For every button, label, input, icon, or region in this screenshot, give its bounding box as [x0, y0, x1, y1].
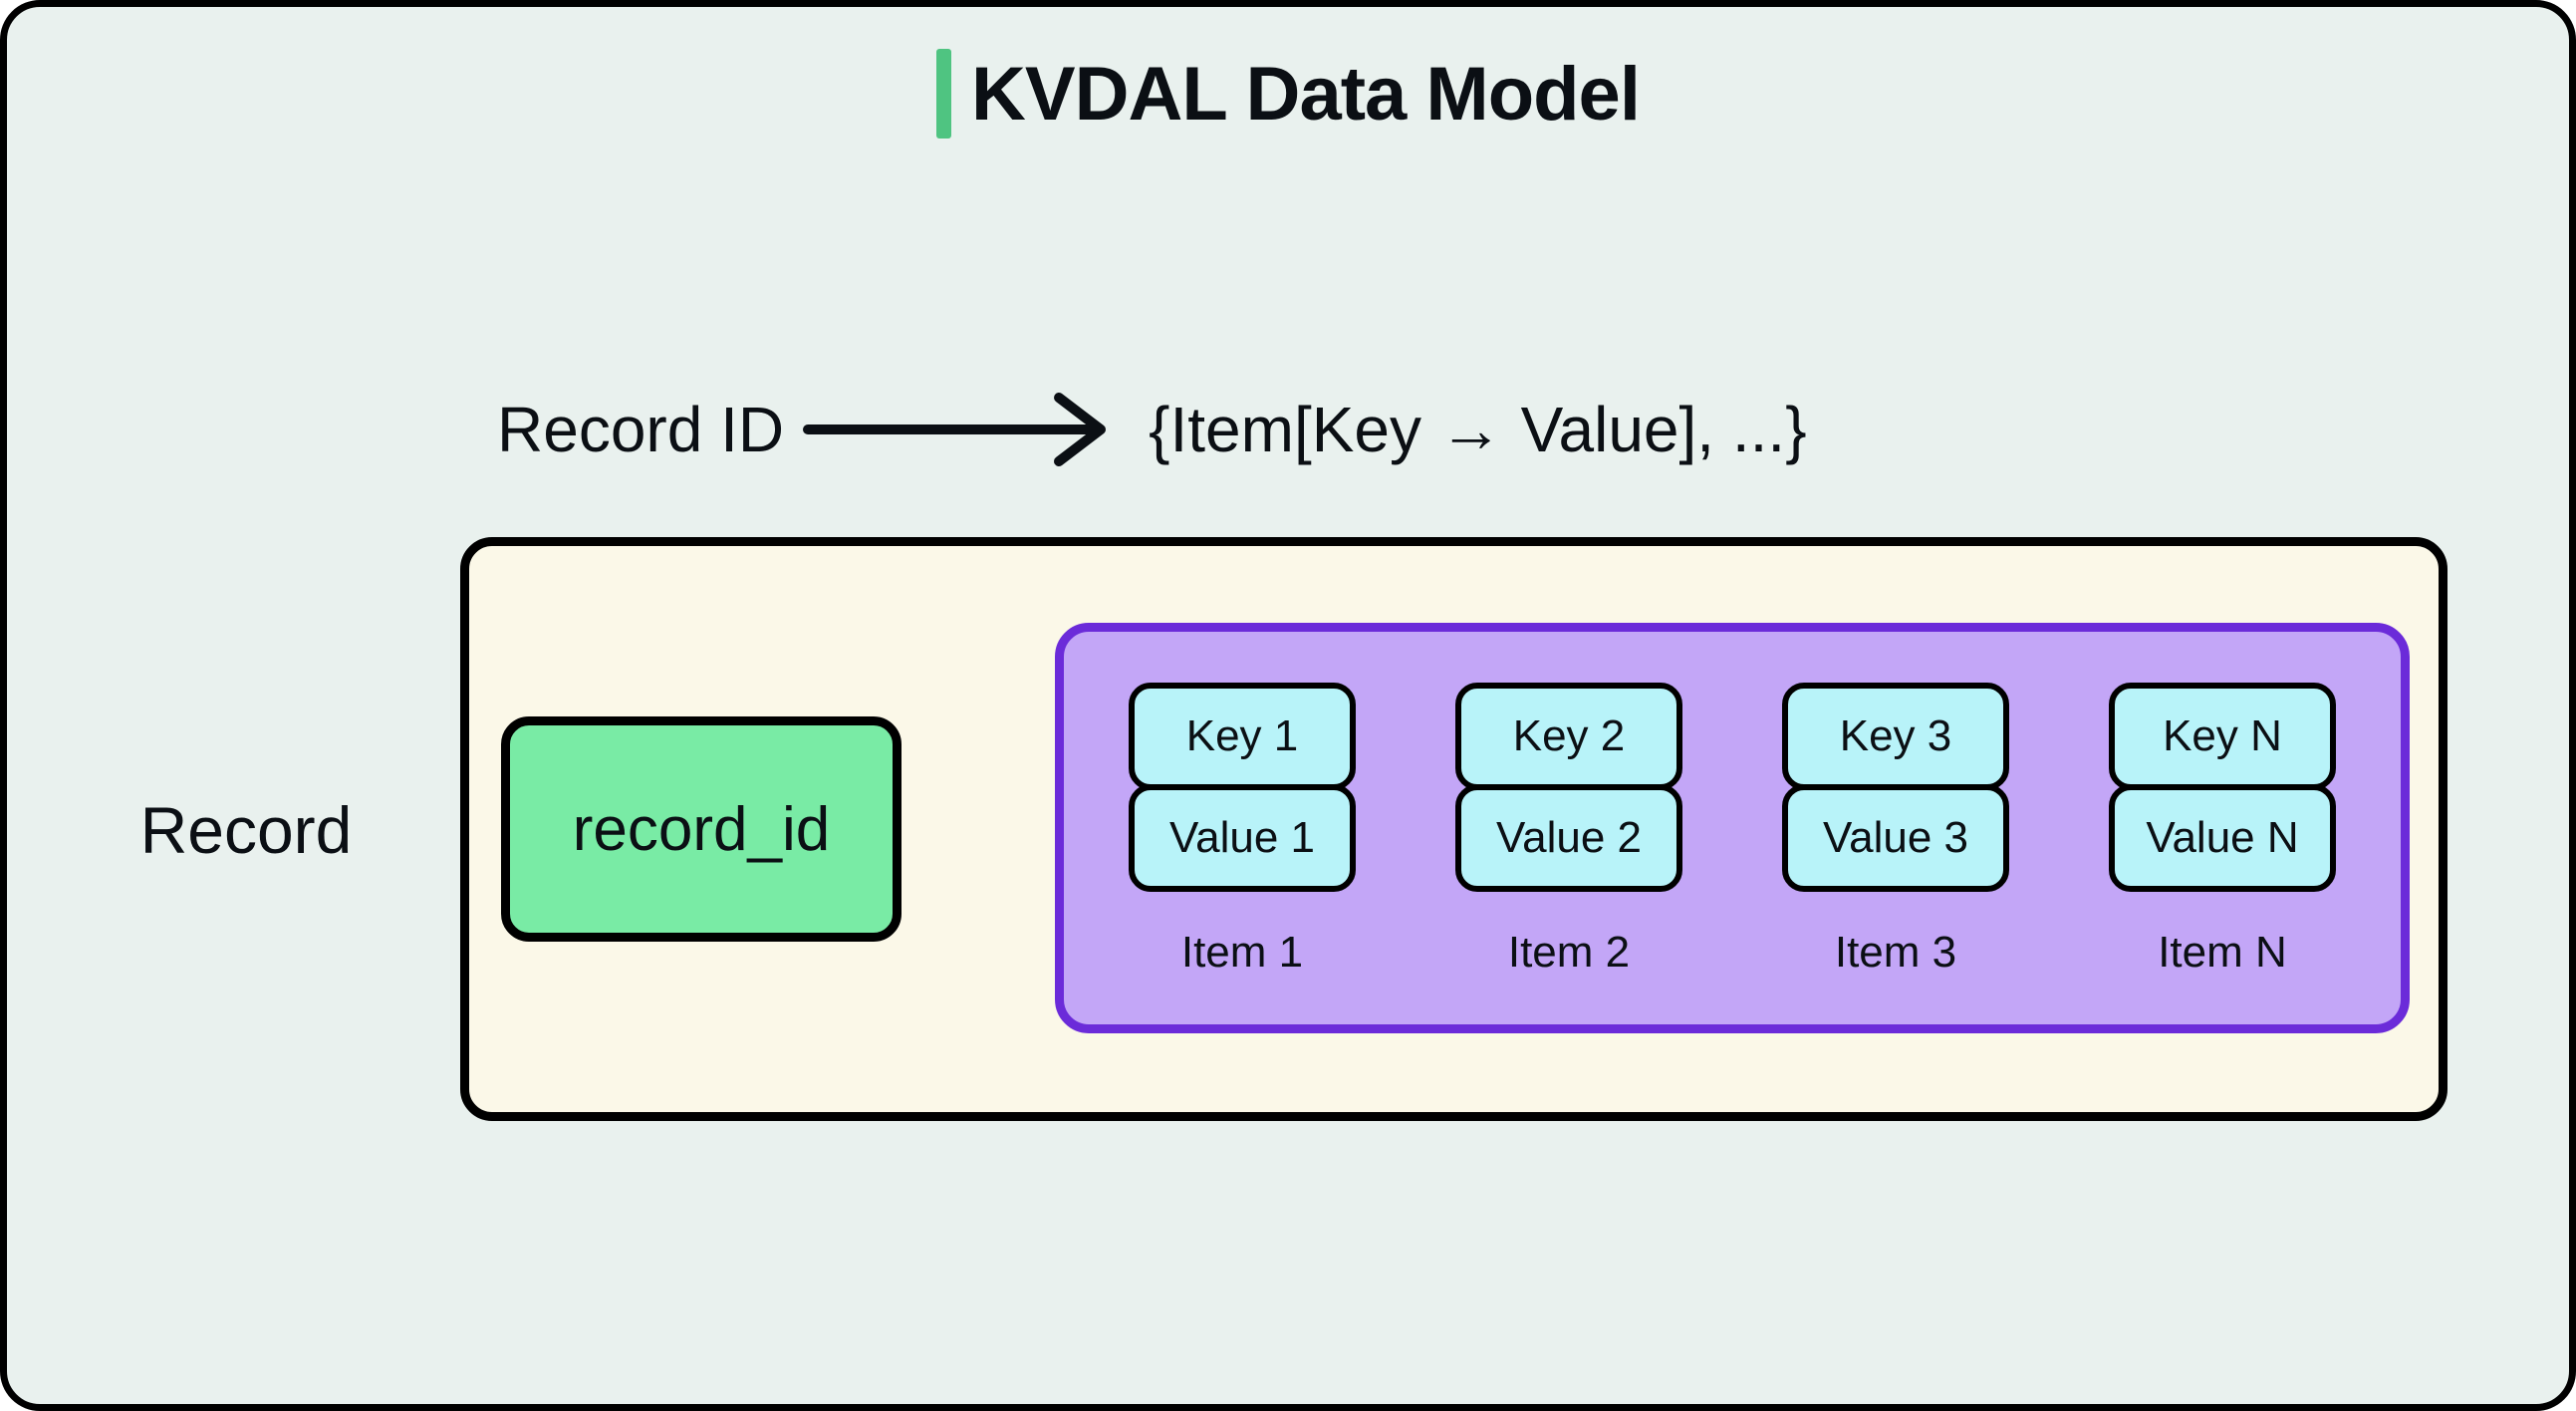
- value-box: Value 2: [1455, 784, 1682, 892]
- key-box: Key 2: [1455, 683, 1682, 790]
- record-label: Record: [139, 793, 353, 867]
- diagram-header: KVDAL Data Model: [7, 49, 2569, 139]
- item-label: Item N: [2158, 928, 2287, 977]
- title-accent-bar: [936, 49, 952, 139]
- item-column-3: Key 3 Value 3 Item 3: [1782, 683, 2009, 978]
- item-label: Item 1: [1180, 928, 1304, 977]
- value-box: Value N: [2109, 784, 2336, 892]
- item-label: Item 2: [1507, 928, 1631, 977]
- item-column-1: Key 1 Value 1 Item 1: [1129, 683, 1356, 978]
- key-box: Key N: [2109, 683, 2336, 790]
- item-label: Item 3: [1834, 928, 1957, 977]
- value-box: Value 1: [1129, 784, 1356, 892]
- mapping-lhs-label: Record ID: [497, 394, 785, 465]
- mapping-rhs-label: {Item[Key → Value], ...}: [1149, 394, 1807, 465]
- page-title: KVDAL Data Model: [971, 51, 1641, 137]
- right-arrow-icon: [803, 393, 1107, 466]
- item-column-n: Key N Value N Item N: [2109, 683, 2336, 978]
- item-column-2: Key 2 Value 2 Item 2: [1455, 683, 1682, 978]
- record-id-box: record_id: [501, 716, 902, 942]
- mapping-expression: Record ID {Item[Key → Value], ...}: [497, 384, 1807, 475]
- value-box: Value 3: [1782, 784, 2009, 892]
- key-box: Key 3: [1782, 683, 2009, 790]
- key-box: Key 1: [1129, 683, 1356, 790]
- items-container: Key 1 Value 1 Item 1 Key 2 Value 2 Item …: [1055, 623, 2410, 1033]
